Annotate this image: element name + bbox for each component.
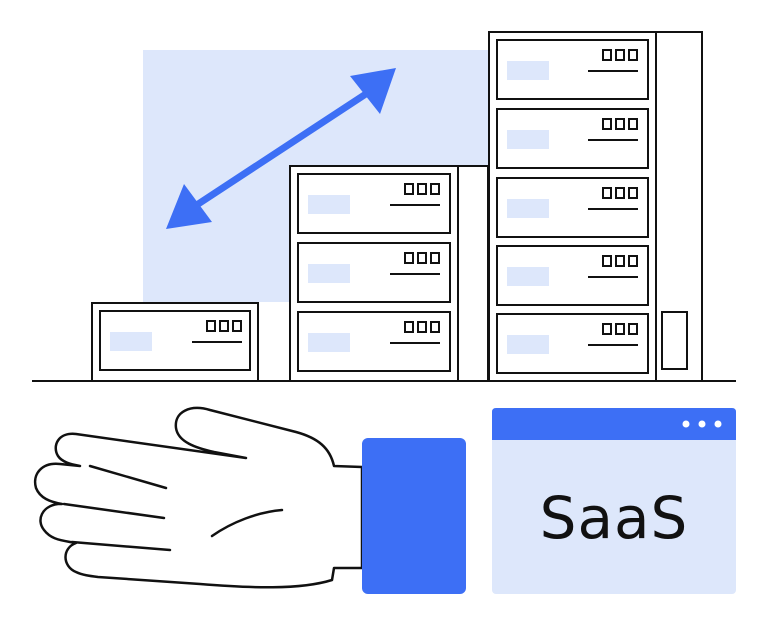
window-dot (682, 420, 690, 428)
hand-icon (33, 406, 364, 589)
server-rack-medium (289, 165, 489, 382)
window-dot (714, 420, 722, 428)
sleeve-cuff (362, 438, 466, 594)
browser-window-icon (492, 408, 736, 594)
double-arrow-icon (166, 68, 396, 229)
saas-label: SaaS (539, 484, 689, 552)
window-dot (698, 420, 706, 428)
server-rack-large (488, 31, 703, 382)
server-rack-small (91, 302, 259, 382)
